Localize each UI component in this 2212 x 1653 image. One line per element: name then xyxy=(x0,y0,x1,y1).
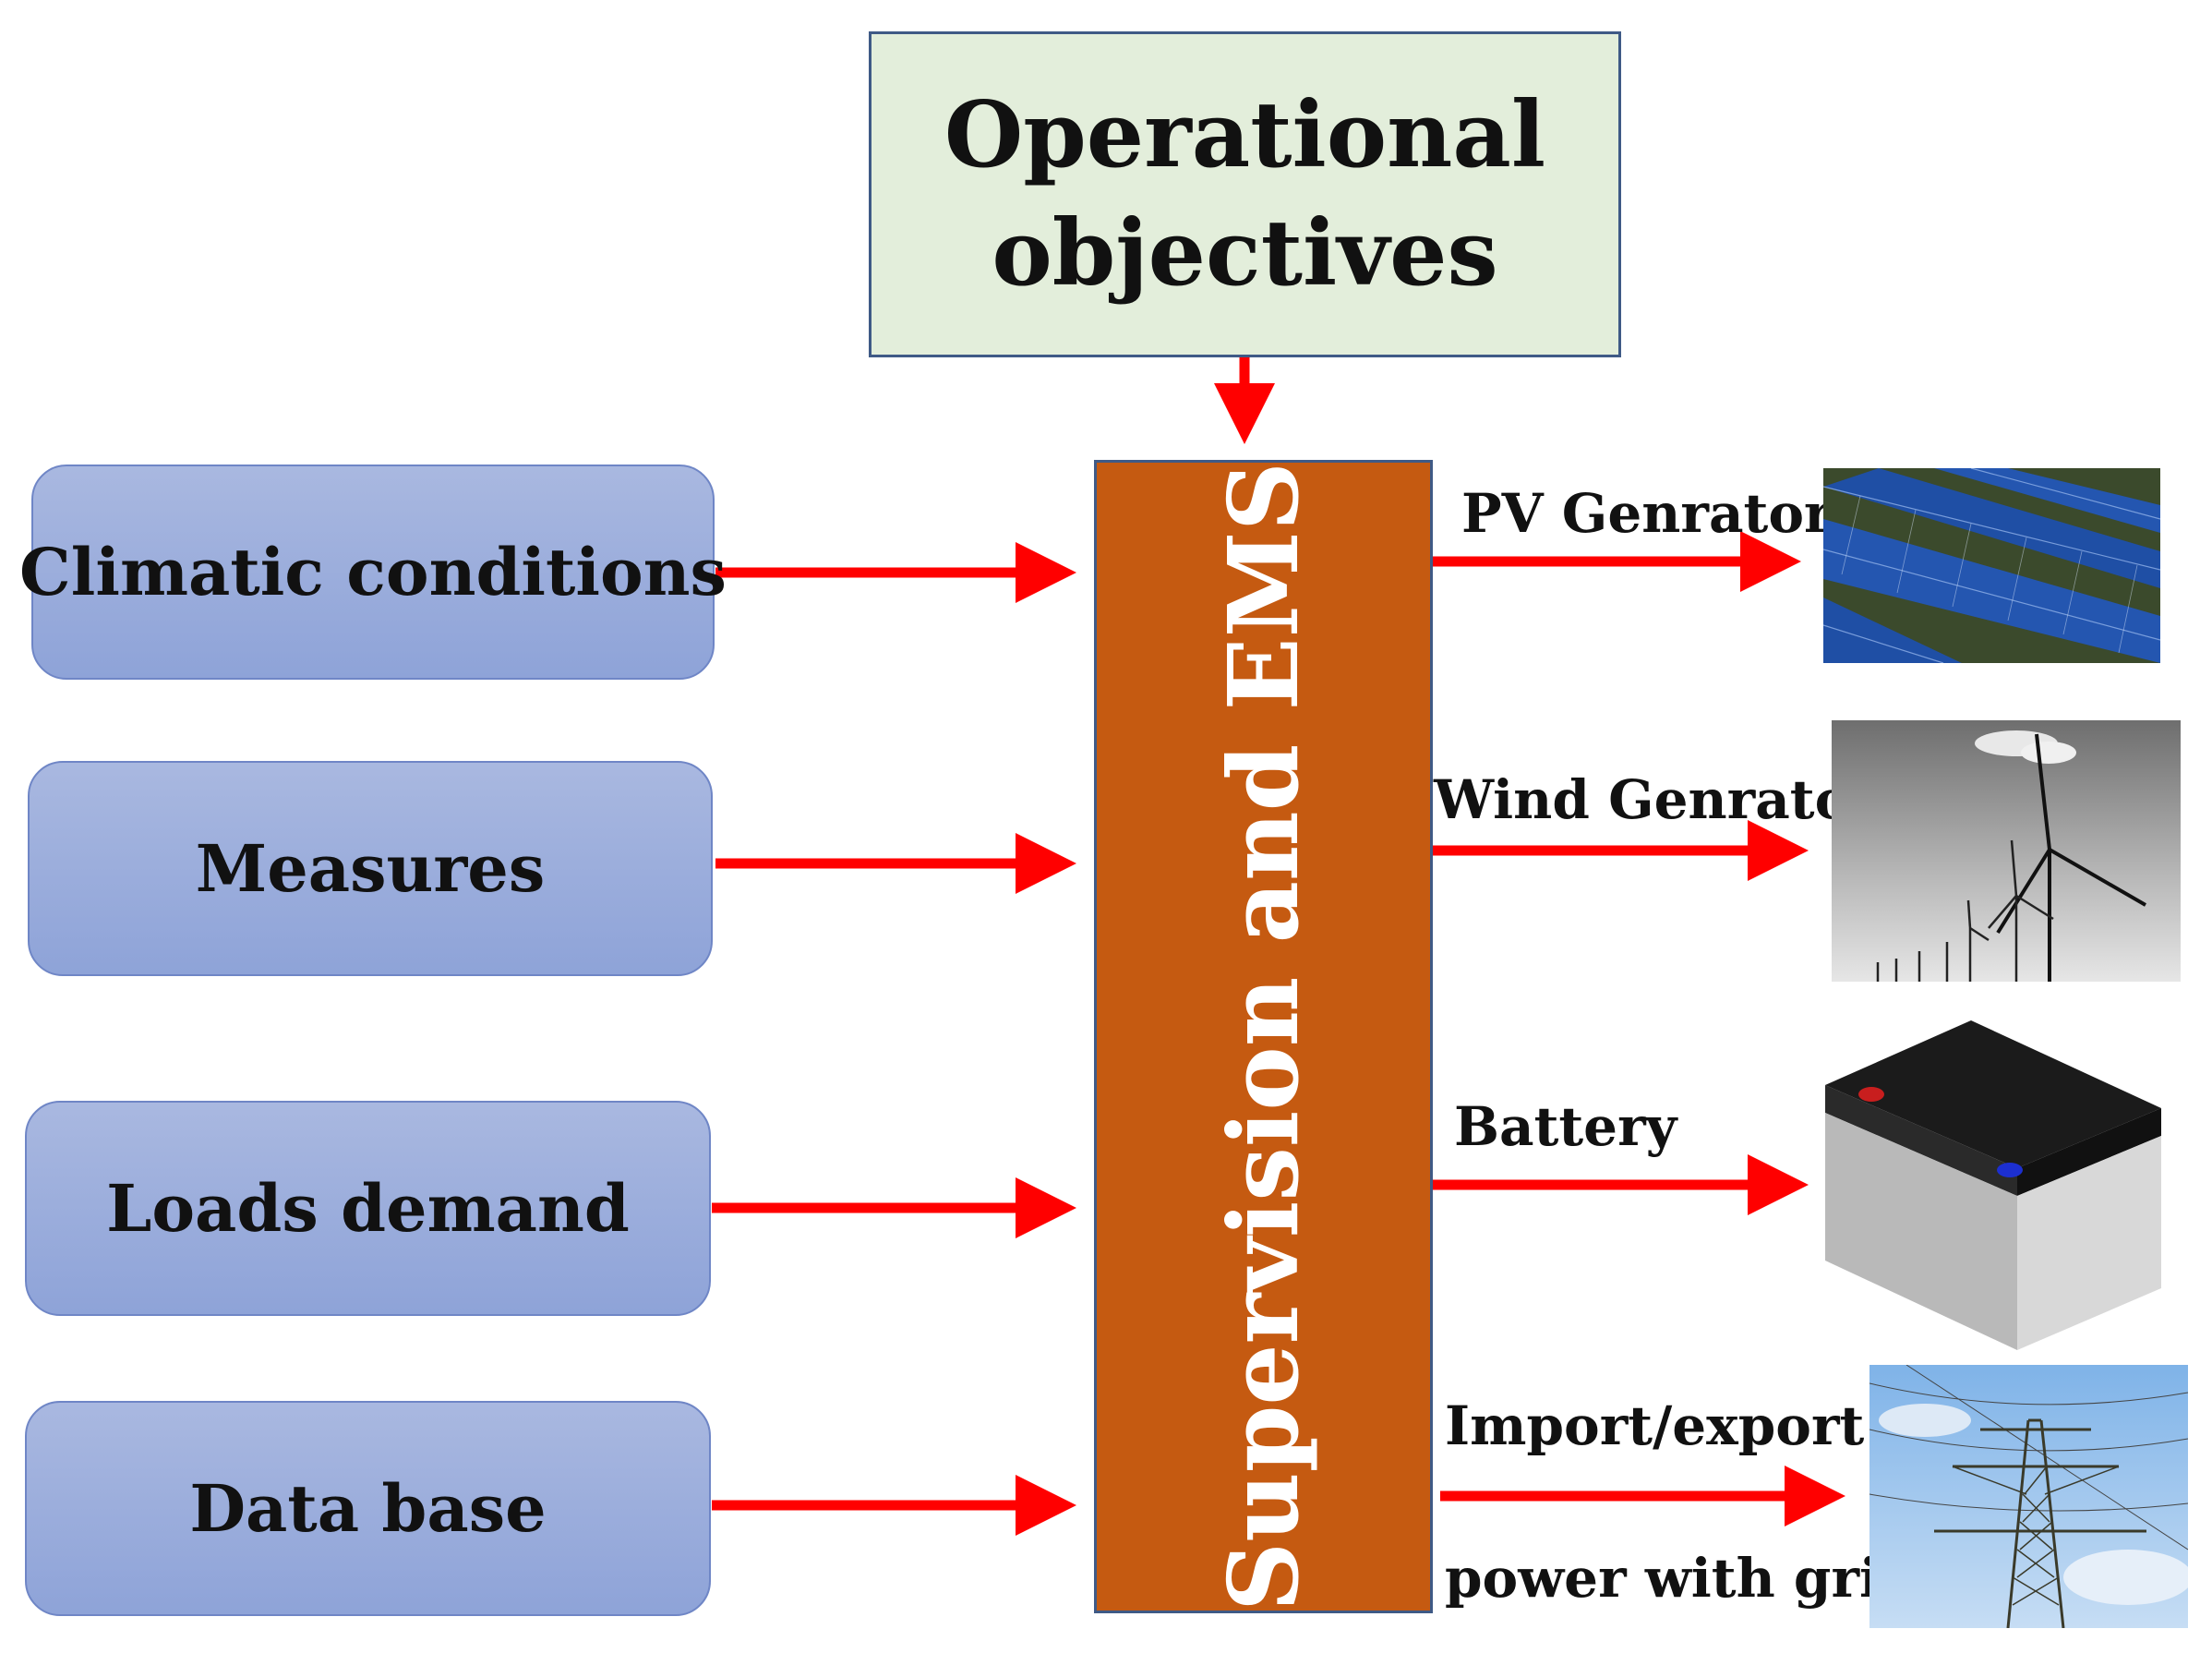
input-measures: Measures xyxy=(28,761,713,976)
output-label-pv: PV Genrator xyxy=(1461,482,1833,545)
solar-panel-icon xyxy=(1823,468,2160,663)
wind-turbine-icon xyxy=(1832,720,2181,982)
output-label-battery: Battery xyxy=(1454,1095,1677,1158)
supervision-ems-block: Supervision and EMS xyxy=(1094,460,1433,1613)
power-pylon-icon xyxy=(1869,1365,2188,1628)
ems-label: Supervision and EMS xyxy=(1207,461,1321,1612)
input-label: Data base xyxy=(189,1470,547,1547)
battery-icon xyxy=(1823,1020,2163,1350)
output-label-wind: Wind Genrator xyxy=(1434,768,1879,831)
output-label-grid-line1: Import/export xyxy=(1445,1394,1865,1457)
input-data-base: Data base xyxy=(25,1401,711,1616)
input-label: Measures xyxy=(195,830,546,907)
output-label-grid-line2: power with grid xyxy=(1445,1547,1917,1610)
objectives-line1: Operational xyxy=(944,82,1546,189)
input-label: Climatic conditions xyxy=(19,534,727,610)
operational-objectives-box: Operational objectives xyxy=(869,31,1621,357)
objectives-line2: objectives xyxy=(992,199,1498,307)
input-loads-demand: Loads demand xyxy=(25,1101,711,1316)
input-label: Loads demand xyxy=(106,1170,630,1247)
input-climatic-conditions: Climatic conditions xyxy=(19,465,727,680)
